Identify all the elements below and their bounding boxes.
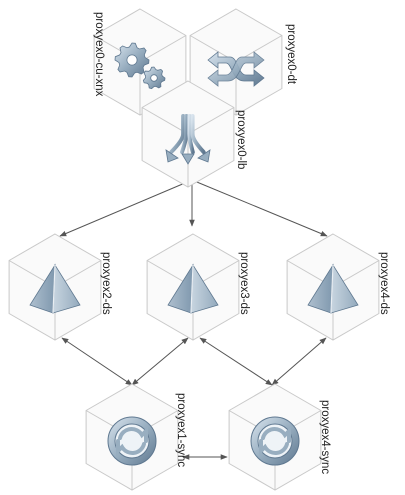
pyramid-icon xyxy=(307,263,359,314)
node-label: proxyex3-ds xyxy=(238,252,250,315)
edge-lb-to-ds4 xyxy=(191,179,328,237)
sync-circle-icon xyxy=(250,416,300,466)
node-proxyex1-sync[interactable]: proxyex1-sync xyxy=(85,383,187,491)
node-proxyex3-ds[interactable]: proxyex3-ds xyxy=(146,233,250,341)
sync-circle-icon xyxy=(107,416,157,466)
node-proxyex4-sync[interactable]: proxyex4-sync xyxy=(228,383,331,491)
gears-icon xyxy=(114,42,166,90)
exchange-arrows-icon xyxy=(207,51,265,87)
nodes-layer: proxyex0-cu-xnx proxyex0-dt proxyex0-lb pro… xyxy=(8,8,390,491)
node-label: proxyex1-sync xyxy=(175,393,187,467)
node-proxyex4-ds[interactable]: proxyex4-ds xyxy=(286,233,390,341)
node-proxyex0-dt[interactable]: proxyex0-dt xyxy=(189,8,297,116)
node-label: proxyex4-ds xyxy=(378,252,390,315)
node-label: proxyex0-dt xyxy=(285,24,297,85)
edge-ds3-to-s1 xyxy=(131,337,189,386)
pyramid-icon xyxy=(29,263,81,314)
node-proxyex0-lb[interactable]: proxyex0-lb xyxy=(141,80,247,188)
node-proxyex2-ds[interactable]: proxyex2-ds xyxy=(8,233,112,341)
node-label: proxyex4-sync xyxy=(319,400,331,474)
node-proxyex0-cu-xnx[interactable]: proxyex0-cu-xnx xyxy=(93,8,187,116)
node-label: proxyex0-cu-xnx xyxy=(93,12,105,97)
edge-ds4-to-s4 xyxy=(271,337,327,386)
node-label: proxyex0-lb xyxy=(235,110,247,169)
edge-ds3-to-s4 xyxy=(199,337,273,386)
merge-arrows-icon xyxy=(165,114,211,165)
edge-ds2-to-s1 xyxy=(61,337,133,386)
edge-lb-to-ds2 xyxy=(59,179,193,237)
edges-layer xyxy=(59,179,328,460)
pyramid-icon xyxy=(167,263,219,314)
node-label: proxyex2-ds xyxy=(100,252,112,315)
